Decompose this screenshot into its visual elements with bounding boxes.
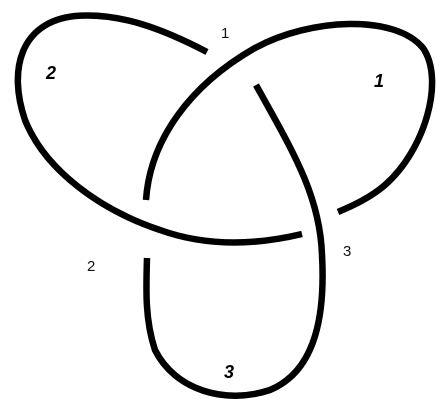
crossing-label-3: 3: [343, 243, 351, 260]
strand-left-lobe: [18, 15, 302, 242]
crossing-label-2: 2: [87, 258, 95, 275]
arc-label-3: 3: [224, 362, 234, 382]
arc-label-2: 2: [45, 63, 56, 83]
arc-label-1: 1: [374, 71, 384, 91]
crossing-label-1: 1: [221, 25, 229, 42]
strand-right-lobe: [146, 24, 432, 212]
